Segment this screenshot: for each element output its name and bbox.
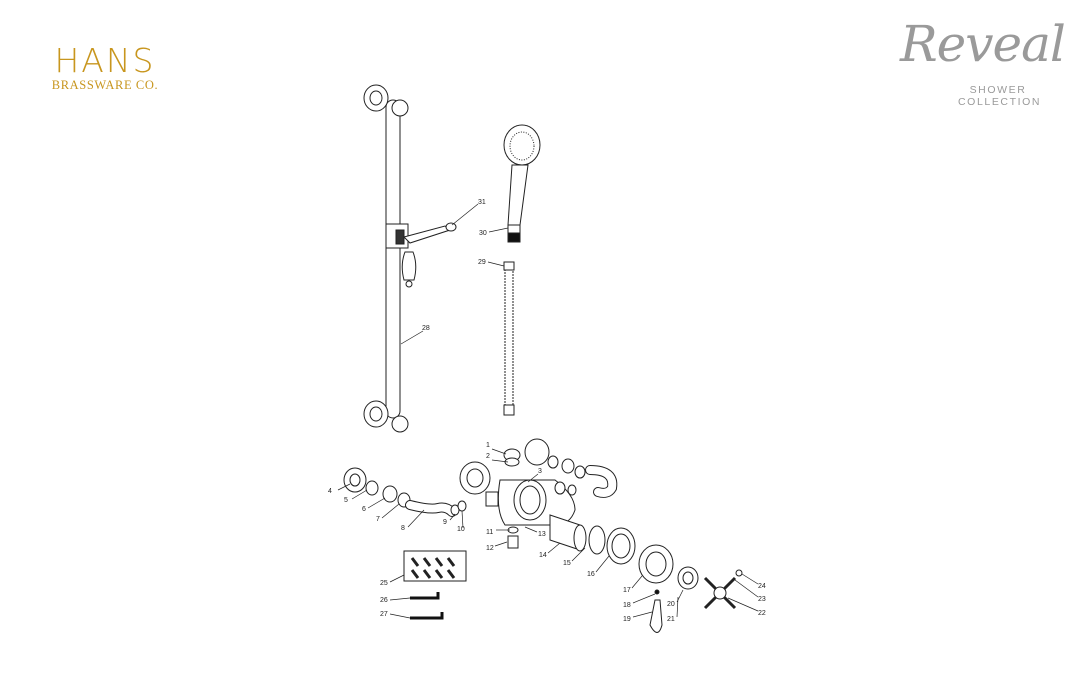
part-label-22: 22 [758, 610, 766, 617]
part-label-4: 4 [328, 488, 332, 495]
part-label-13: 13 [538, 531, 546, 538]
part-label-19: 19 [623, 616, 631, 623]
part-label-9: 9 [443, 519, 447, 526]
part-label-14: 14 [539, 552, 547, 559]
part-label-10: 10 [457, 526, 465, 533]
part-label-3: 3 [538, 468, 542, 475]
part-label-27: 27 [380, 611, 388, 618]
reveal-logo-script: Reveal [900, 15, 1066, 73]
part-label-12: 12 [486, 545, 494, 552]
reveal-logo-line1: SHOWER [969, 84, 1027, 96]
part-label-30: 30 [479, 230, 487, 237]
valve-assembly [343, 438, 743, 633]
hans-logo-name: HANS [54, 41, 156, 80]
part-label-2: 2 [486, 453, 490, 460]
hans-brassware-logo: HANS BRASSWARE CO. [50, 41, 160, 93]
slide-rail [363, 84, 457, 433]
part-label-8: 8 [401, 525, 405, 532]
part-label-26: 26 [380, 597, 388, 604]
part-label-16: 16 [587, 571, 595, 578]
part-label-17: 17 [623, 587, 631, 594]
part-label-1: 1 [486, 442, 490, 449]
part-labels: 1 2 3 4 5 6 7 8 9 10 11 12 13 14 15 16 1… [328, 199, 766, 623]
leader-lines [337, 203, 759, 619]
part-label-18: 18 [623, 602, 631, 609]
part-label-23: 23 [758, 596, 766, 603]
part-label-6: 6 [362, 506, 366, 513]
reveal-logo-line2: COLLECTION [958, 96, 1042, 108]
part-label-24: 24 [758, 583, 766, 590]
part-label-21: 21 [667, 616, 675, 623]
part-label-31: 31 [478, 199, 486, 206]
fixings-kit [403, 550, 467, 620]
part-label-7: 7 [376, 516, 380, 523]
part-label-20: 20 [667, 601, 675, 608]
reveal-logo-subtitle: SHOWER COLLECTION [958, 84, 1042, 108]
part-label-11: 11 [486, 529, 493, 536]
hand-shower [503, 124, 541, 243]
reveal-collection-logo: Reveal SHOWER COLLECTION [900, 14, 1066, 114]
part-label-5: 5 [344, 497, 348, 504]
part-label-29: 29 [478, 259, 486, 266]
part-label-15: 15 [563, 560, 571, 567]
part-label-28: 28 [422, 325, 430, 332]
hans-logo-tagline: BRASSWARE CO. [51, 78, 159, 92]
flexible-hose [503, 261, 515, 416]
part-label-25: 25 [380, 580, 388, 587]
